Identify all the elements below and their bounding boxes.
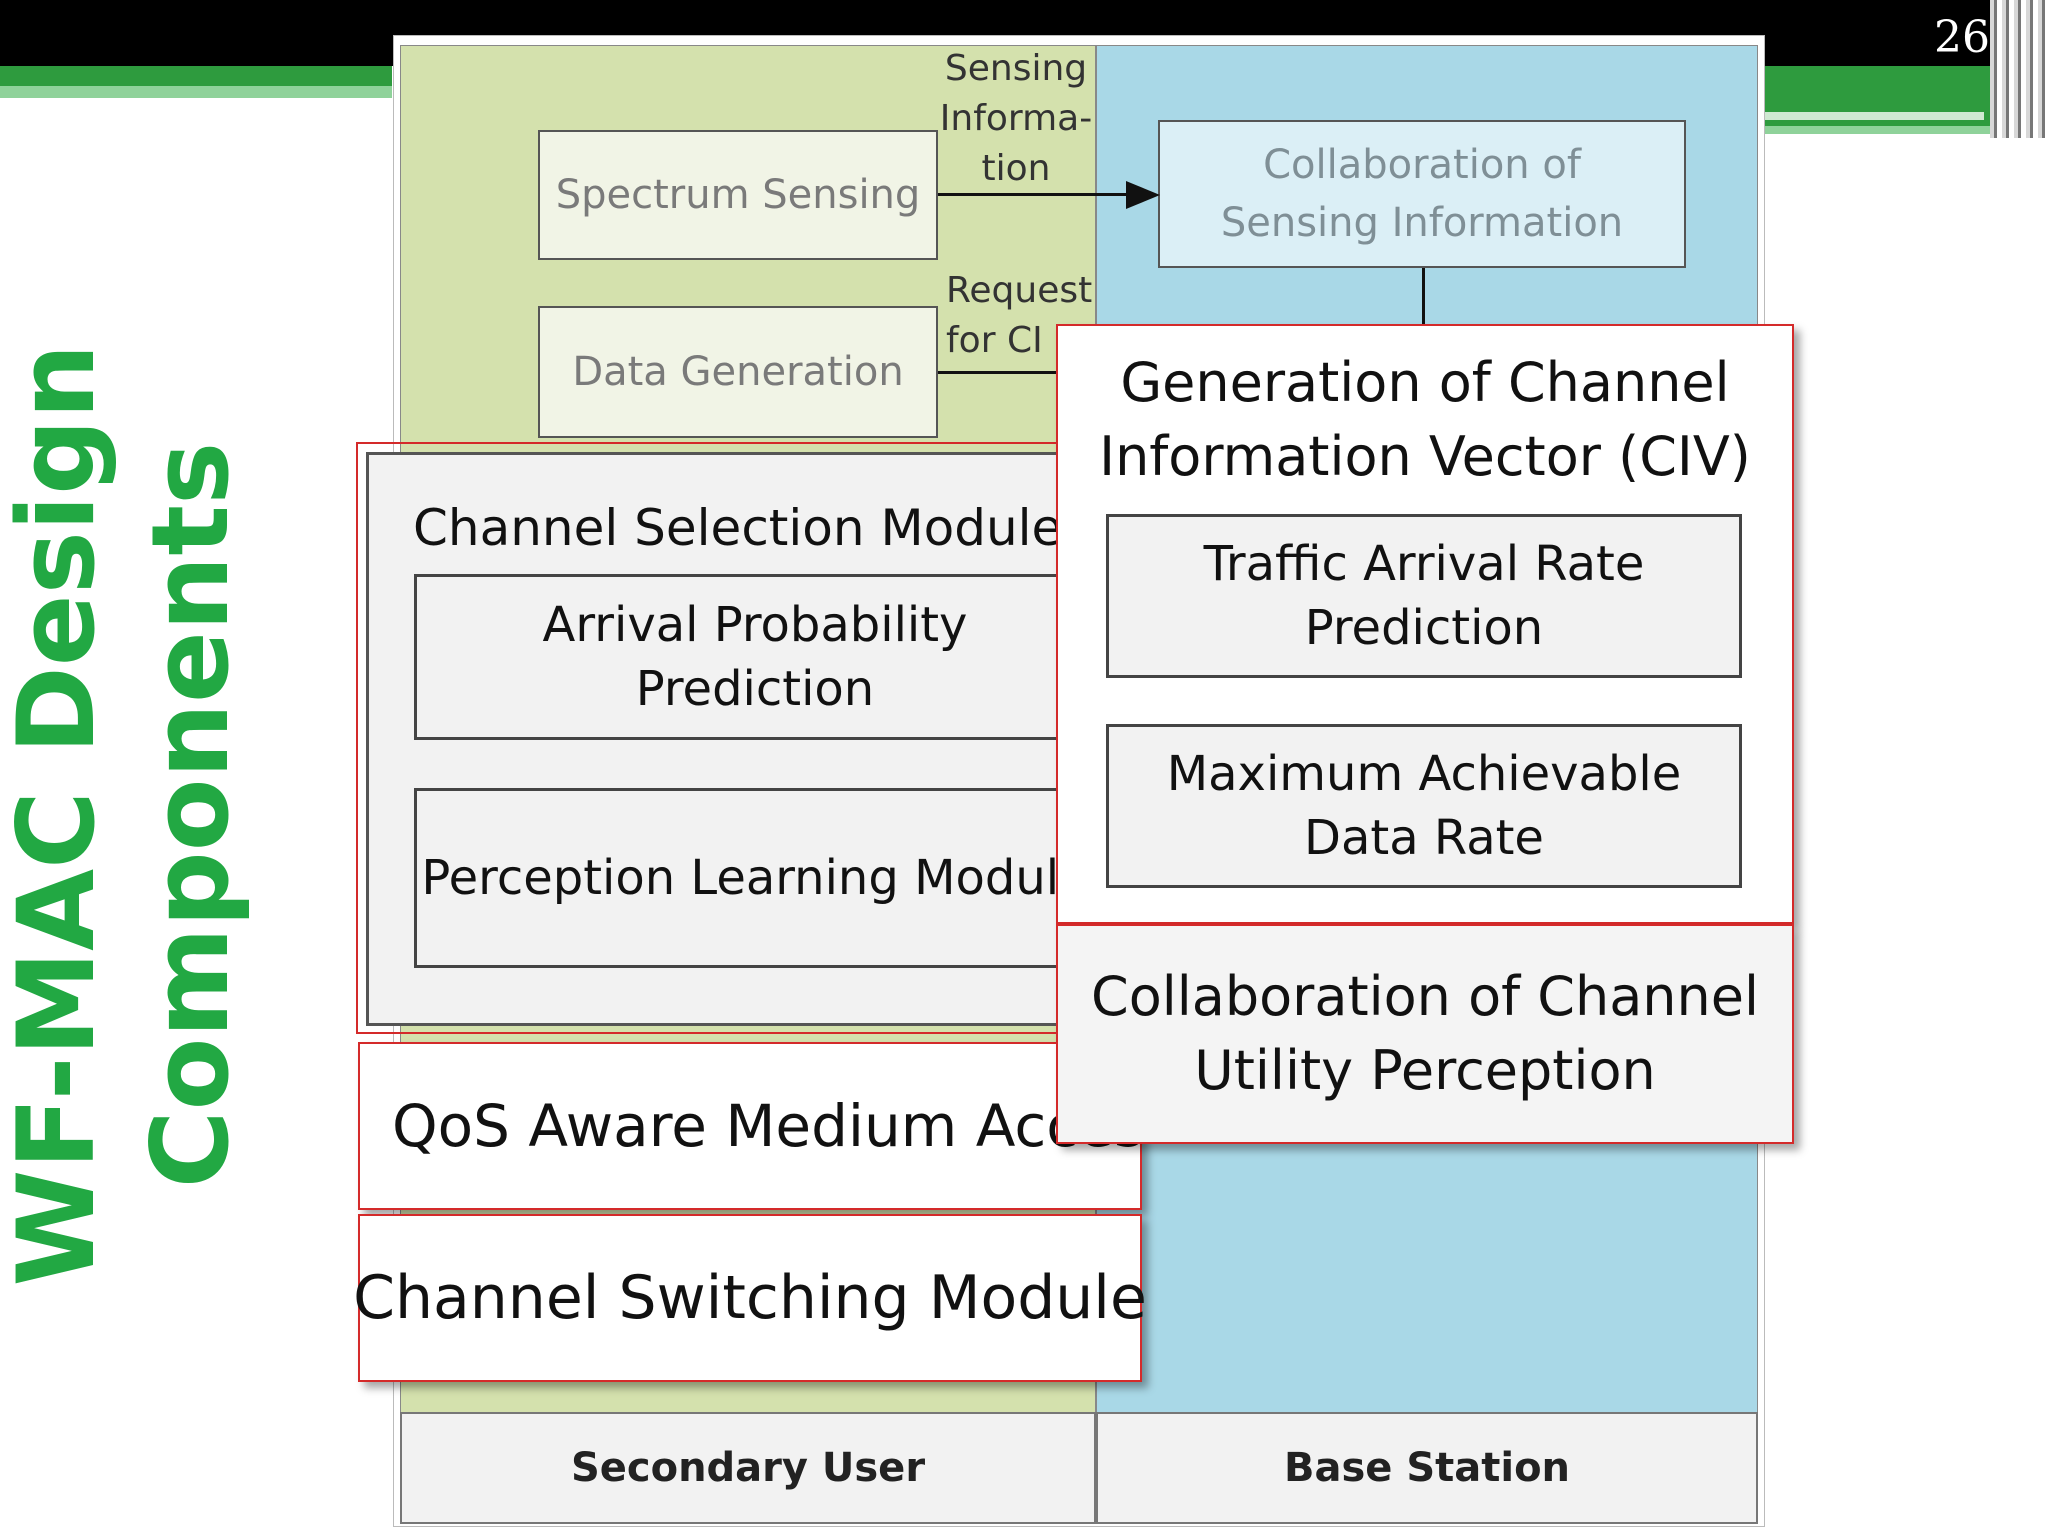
collab-sensing-label: Collaboration of Sensing Information [1220, 142, 1624, 246]
channel-switching-module: Channel Switching Module [353, 1214, 1147, 1382]
perception-learning-box: Perception Learning Module [414, 788, 1096, 968]
collab-connector-line [1422, 268, 1425, 324]
secondary-user-label: Secondary User [570, 1445, 926, 1491]
max-data-rate-box: Maximum Achievable Data Rate [1106, 724, 1742, 888]
channel-selection-title: Channel Selection Module [413, 499, 1063, 557]
base-station-label: Base Station [1283, 1445, 1571, 1491]
traffic-arrival-label: Traffic Arrival Rate Prediction [1203, 536, 1645, 656]
green-stripe-left [0, 66, 392, 86]
secondary-user-footer: Secondary User [400, 1412, 1096, 1524]
base-station-footer: Base Station [1096, 1412, 1758, 1524]
sensing-arrow-line [938, 193, 1130, 196]
request-arrow-line [938, 371, 1058, 374]
light-green-stripe-left [0, 86, 392, 98]
collab-sensing-box: Collaboration of Sensing Information [1158, 120, 1686, 268]
spectrum-sensing-box: Spectrum Sensing [538, 130, 938, 260]
arrival-probability-label: Arrival Probability Prediction [542, 597, 968, 717]
traffic-arrival-box: Traffic Arrival Rate Prediction [1106, 514, 1742, 678]
channel-switching-label: Channel Switching Module [353, 1263, 1147, 1333]
white-stripe-right [1764, 112, 1984, 120]
slide-title-line2: Components [129, 441, 252, 1189]
data-generation-box: Data Generation [538, 306, 938, 438]
slide-title: WF-MAC Design Components [0, 315, 270, 1315]
page-number: 26 [1934, 12, 1990, 63]
light-green-stripe-right [1764, 126, 2014, 134]
collab-utility-label: Collaboration of Channel Utility Percept… [1091, 965, 1759, 1102]
sensing-info-label: Sensing Informa- tion [939, 48, 1093, 189]
data-generation-label: Data Generation [572, 349, 904, 395]
slide-title-line1: WF-MAC Design [0, 343, 118, 1287]
collab-utility-module: Collaboration of Channel Utility Percept… [1056, 924, 1794, 1144]
corner-lines-decoration [1990, 0, 2048, 138]
max-data-rate-label: Maximum Achievable Data Rate [1166, 746, 1682, 866]
arrival-probability-box: Arrival Probability Prediction [414, 574, 1096, 740]
perception-learning-label: Perception Learning Module [421, 850, 1089, 906]
request-ci-label: Request for CI [946, 270, 1093, 361]
arrow-head-icon [1126, 181, 1160, 209]
civ-title: Generation of Channel Information Vector… [1099, 351, 1751, 488]
qos-medium-access-module: QoS Aware Medium Access [358, 1042, 1142, 1210]
spectrum-sensing-label: Spectrum Sensing [555, 172, 921, 218]
qos-medium-access-label: QoS Aware Medium Access [392, 1092, 1142, 1160]
